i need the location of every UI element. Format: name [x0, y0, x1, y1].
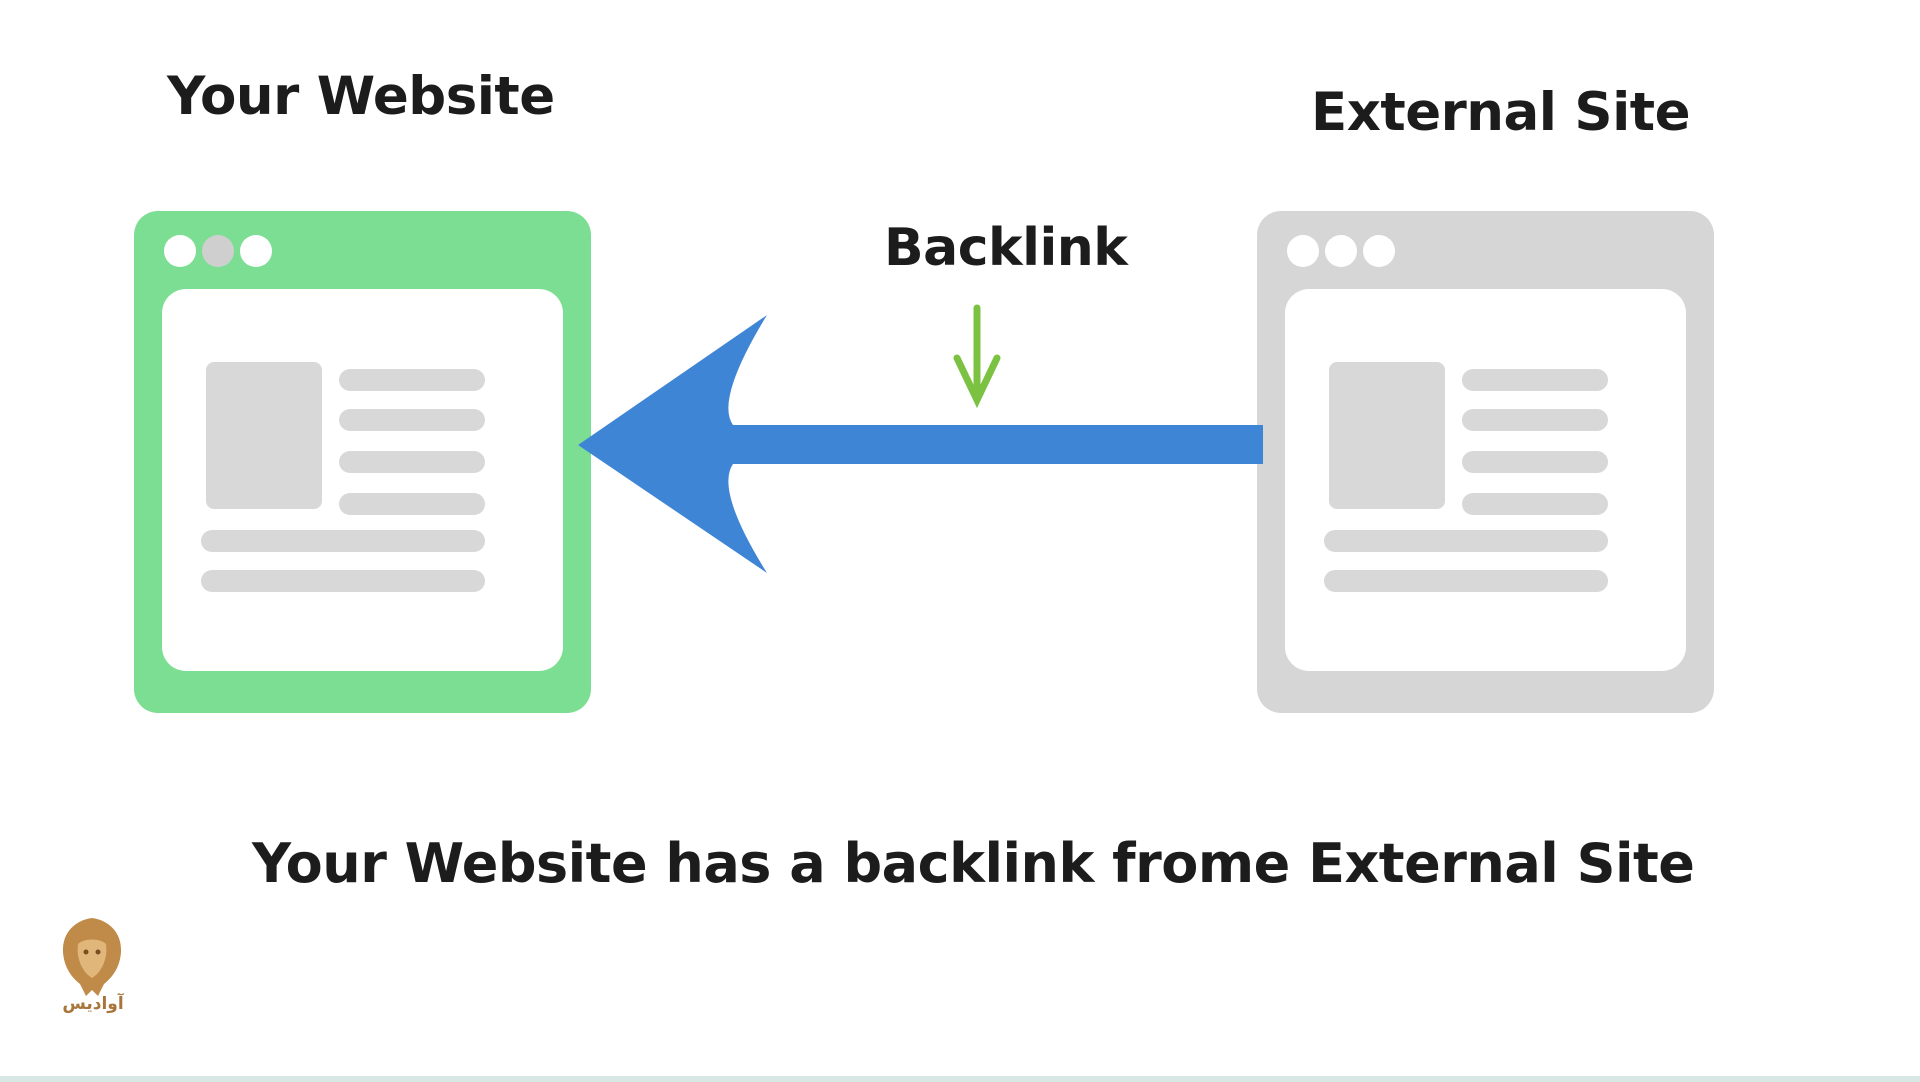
caption: Your Website has a backlink frome Extern…	[252, 832, 1695, 895]
text-line-placeholder	[339, 451, 485, 473]
lion-head-icon	[62, 918, 122, 996]
window-screen	[1285, 289, 1686, 671]
your-website-window	[134, 211, 591, 713]
text-line-placeholder	[1462, 369, 1608, 391]
text-line-placeholder	[1462, 493, 1608, 515]
text-line-placeholder	[1462, 409, 1608, 431]
down-arrow-icon	[953, 304, 1001, 409]
text-line-placeholder	[201, 570, 485, 592]
text-line-placeholder	[201, 530, 485, 552]
external-site-label: External Site	[1311, 82, 1691, 143]
your-website-label: Your Website	[167, 66, 555, 127]
window-dot	[1287, 235, 1319, 267]
text-line-placeholder	[339, 369, 485, 391]
bottom-border	[0, 1076, 1920, 1082]
window-dot	[240, 235, 272, 267]
image-placeholder	[206, 362, 322, 509]
backlink-label: Backlink	[884, 218, 1128, 278]
window-dots	[1287, 235, 1395, 267]
left-arrow-icon	[578, 315, 1263, 573]
text-line-placeholder	[339, 493, 485, 515]
window-dot	[164, 235, 196, 267]
text-line-placeholder	[1462, 451, 1608, 473]
logo-text: آوادیس	[62, 994, 124, 1014]
window-dot	[1363, 235, 1395, 267]
text-line-placeholder	[339, 409, 485, 431]
text-line-placeholder	[1324, 570, 1608, 592]
window-dots	[164, 235, 272, 267]
window-dot	[202, 235, 234, 267]
image-placeholder	[1329, 362, 1445, 509]
text-line-placeholder	[1324, 530, 1608, 552]
external-site-window	[1257, 211, 1714, 713]
window-screen	[162, 289, 563, 671]
window-dot	[1325, 235, 1357, 267]
